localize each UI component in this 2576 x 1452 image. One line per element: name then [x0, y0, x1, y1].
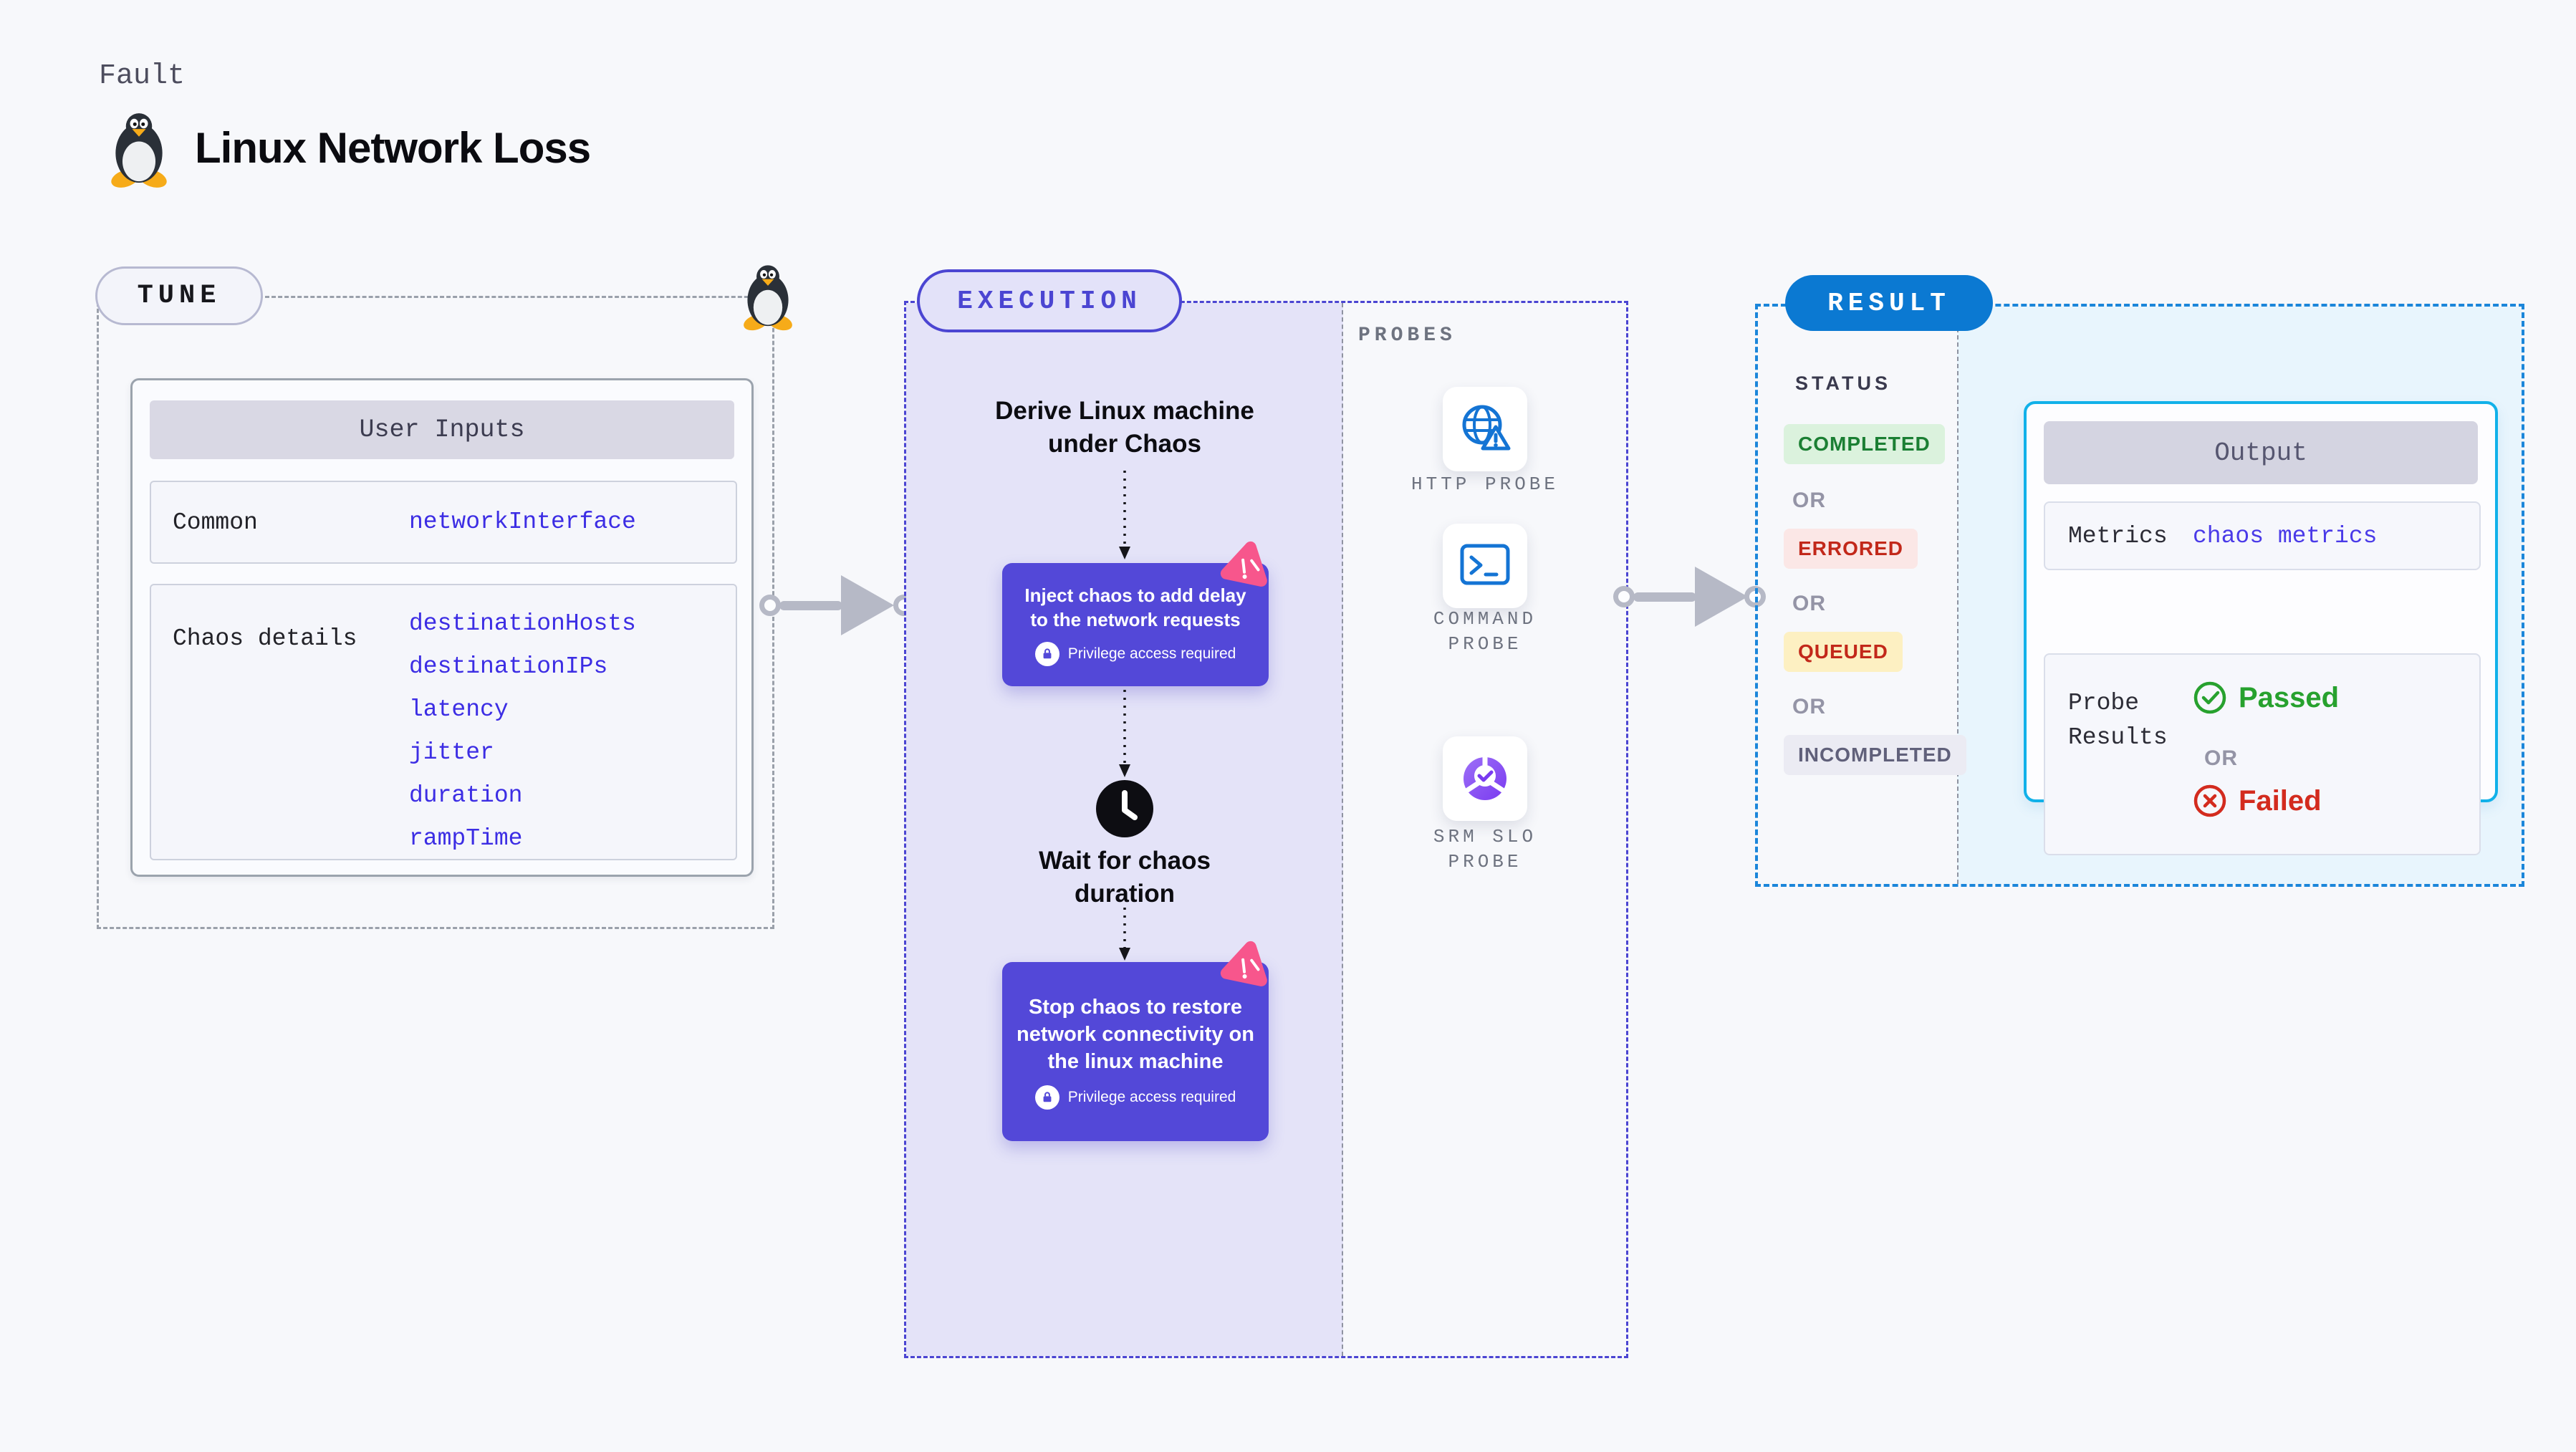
dotted-arrow-icon [1119, 690, 1130, 777]
dotted-arrow-icon [1119, 908, 1130, 961]
status-badge-incompleted: INCOMPLETED [1784, 735, 1966, 775]
globe-alert-icon [1462, 405, 1511, 451]
stop-chaos-text: Stop chaos to restore network connectivi… [1017, 995, 1254, 1074]
terminal-icon [1460, 544, 1510, 585]
table-row-common: Common networkInterface [150, 481, 737, 564]
connector-port [1613, 586, 1635, 607]
tune-badge: TUNE [95, 266, 263, 325]
user-inputs-card: User Inputs Common networkInterface Chao… [130, 378, 754, 877]
probe-name: COMMAND PROBE [1433, 608, 1537, 655]
result-badge: RESULT [1785, 275, 1993, 331]
metrics-row: Metrics chaos metrics [2044, 501, 2481, 570]
or-separator: OR [1792, 489, 1826, 512]
dotted-arrow-icon [1119, 471, 1130, 559]
or-separator: OR [2204, 746, 2238, 770]
arrow-head [1695, 567, 1748, 627]
probe-name: SRM SLO PROBE [1433, 826, 1537, 873]
passed-text: Passed [2239, 681, 2340, 713]
clock-icon [1096, 780, 1153, 837]
probe-card-srm-slo [1443, 736, 1527, 821]
metrics-label: Metrics [2068, 523, 2168, 549]
verdict-passed: Passed [2193, 681, 2339, 715]
privilege-text: Privilege access required [1067, 1089, 1236, 1106]
execution-badge: EXECUTION [917, 269, 1182, 332]
probe-card-http [1443, 387, 1527, 471]
probe-card-command [1443, 524, 1527, 608]
or-separator: OR [1792, 592, 1826, 615]
execution-section: PROBES Derive Linux machine under Chaos … [904, 301, 1628, 1358]
probe-name: HTTP PROBE [1410, 473, 1559, 495]
privilege-row: Privilege access required [1034, 1085, 1236, 1110]
user-inputs-header: User Inputs [150, 400, 734, 459]
privilege-row: Privilege access required [1034, 642, 1236, 667]
param-value: destinationIPs [409, 653, 608, 680]
arrow-head [841, 575, 894, 635]
connector-port [759, 595, 781, 616]
tux-penguin-small-icon [744, 265, 792, 331]
chaos-experiment-icon [1220, 941, 1267, 986]
param-value: rampTime [409, 825, 523, 852]
status-badge-completed: COMPLETED [1784, 424, 1945, 464]
lock-icon [1034, 642, 1059, 667]
row-label: Chaos details [173, 625, 357, 652]
param-value: destinationHosts [409, 610, 636, 637]
param-value-list: destinationHosts destinationIPs latency … [409, 602, 636, 860]
metrics-value: chaos metrics [2193, 523, 2378, 549]
probe-results-row: Probe Results Passed OR Failed [2044, 653, 2481, 855]
status-badge-errored: ERRORED [1784, 529, 1918, 569]
probes-label: PROBES [1358, 324, 1456, 347]
privilege-text: Privilege access required [1067, 645, 1236, 663]
lock-icon [1034, 1085, 1059, 1110]
output-card: Output Metrics chaos metrics Probe Resul… [2024, 401, 2498, 855]
wait-step-text: Wait for chaos duration [1039, 847, 1211, 908]
slo-donut-check-icon [1463, 755, 1507, 800]
check-circle-icon [2193, 681, 2226, 714]
page-title: Linux Network Loss [195, 124, 591, 172]
param-value: latency [409, 696, 509, 723]
derive-step-text: Derive Linux machine under Chaos [995, 397, 1254, 458]
status-badge-queued: QUEUED [1784, 632, 1903, 672]
page-kicker: Fault [99, 60, 186, 92]
row-label: Common [173, 509, 258, 536]
table-row-chaos-details: Chaos details destinationHosts destinati… [150, 584, 737, 860]
verdict-failed: Failed [2193, 784, 2322, 818]
status-label: STATUS [1795, 372, 1891, 394]
inject-chaos-text: Inject chaos to add delay to the network… [1024, 584, 1246, 630]
inject-chaos-node: Inject chaos to add delay to the network… [1002, 563, 1269, 686]
stop-chaos-node: Stop chaos to restore network connectivi… [1002, 962, 1269, 1141]
param-value: jitter [409, 739, 494, 766]
param-value: networkInterface [409, 509, 636, 535]
probe-results-label: Probe Results [2068, 690, 2168, 751]
failed-text: Failed [2239, 784, 2322, 817]
tux-penguin-icon [111, 113, 167, 188]
x-circle-icon [2193, 784, 2226, 817]
output-header: Output [2044, 421, 2478, 484]
chaos-experiment-icon [1220, 541, 1267, 587]
param-value: duration [409, 782, 523, 809]
or-separator: OR [1792, 695, 1826, 718]
